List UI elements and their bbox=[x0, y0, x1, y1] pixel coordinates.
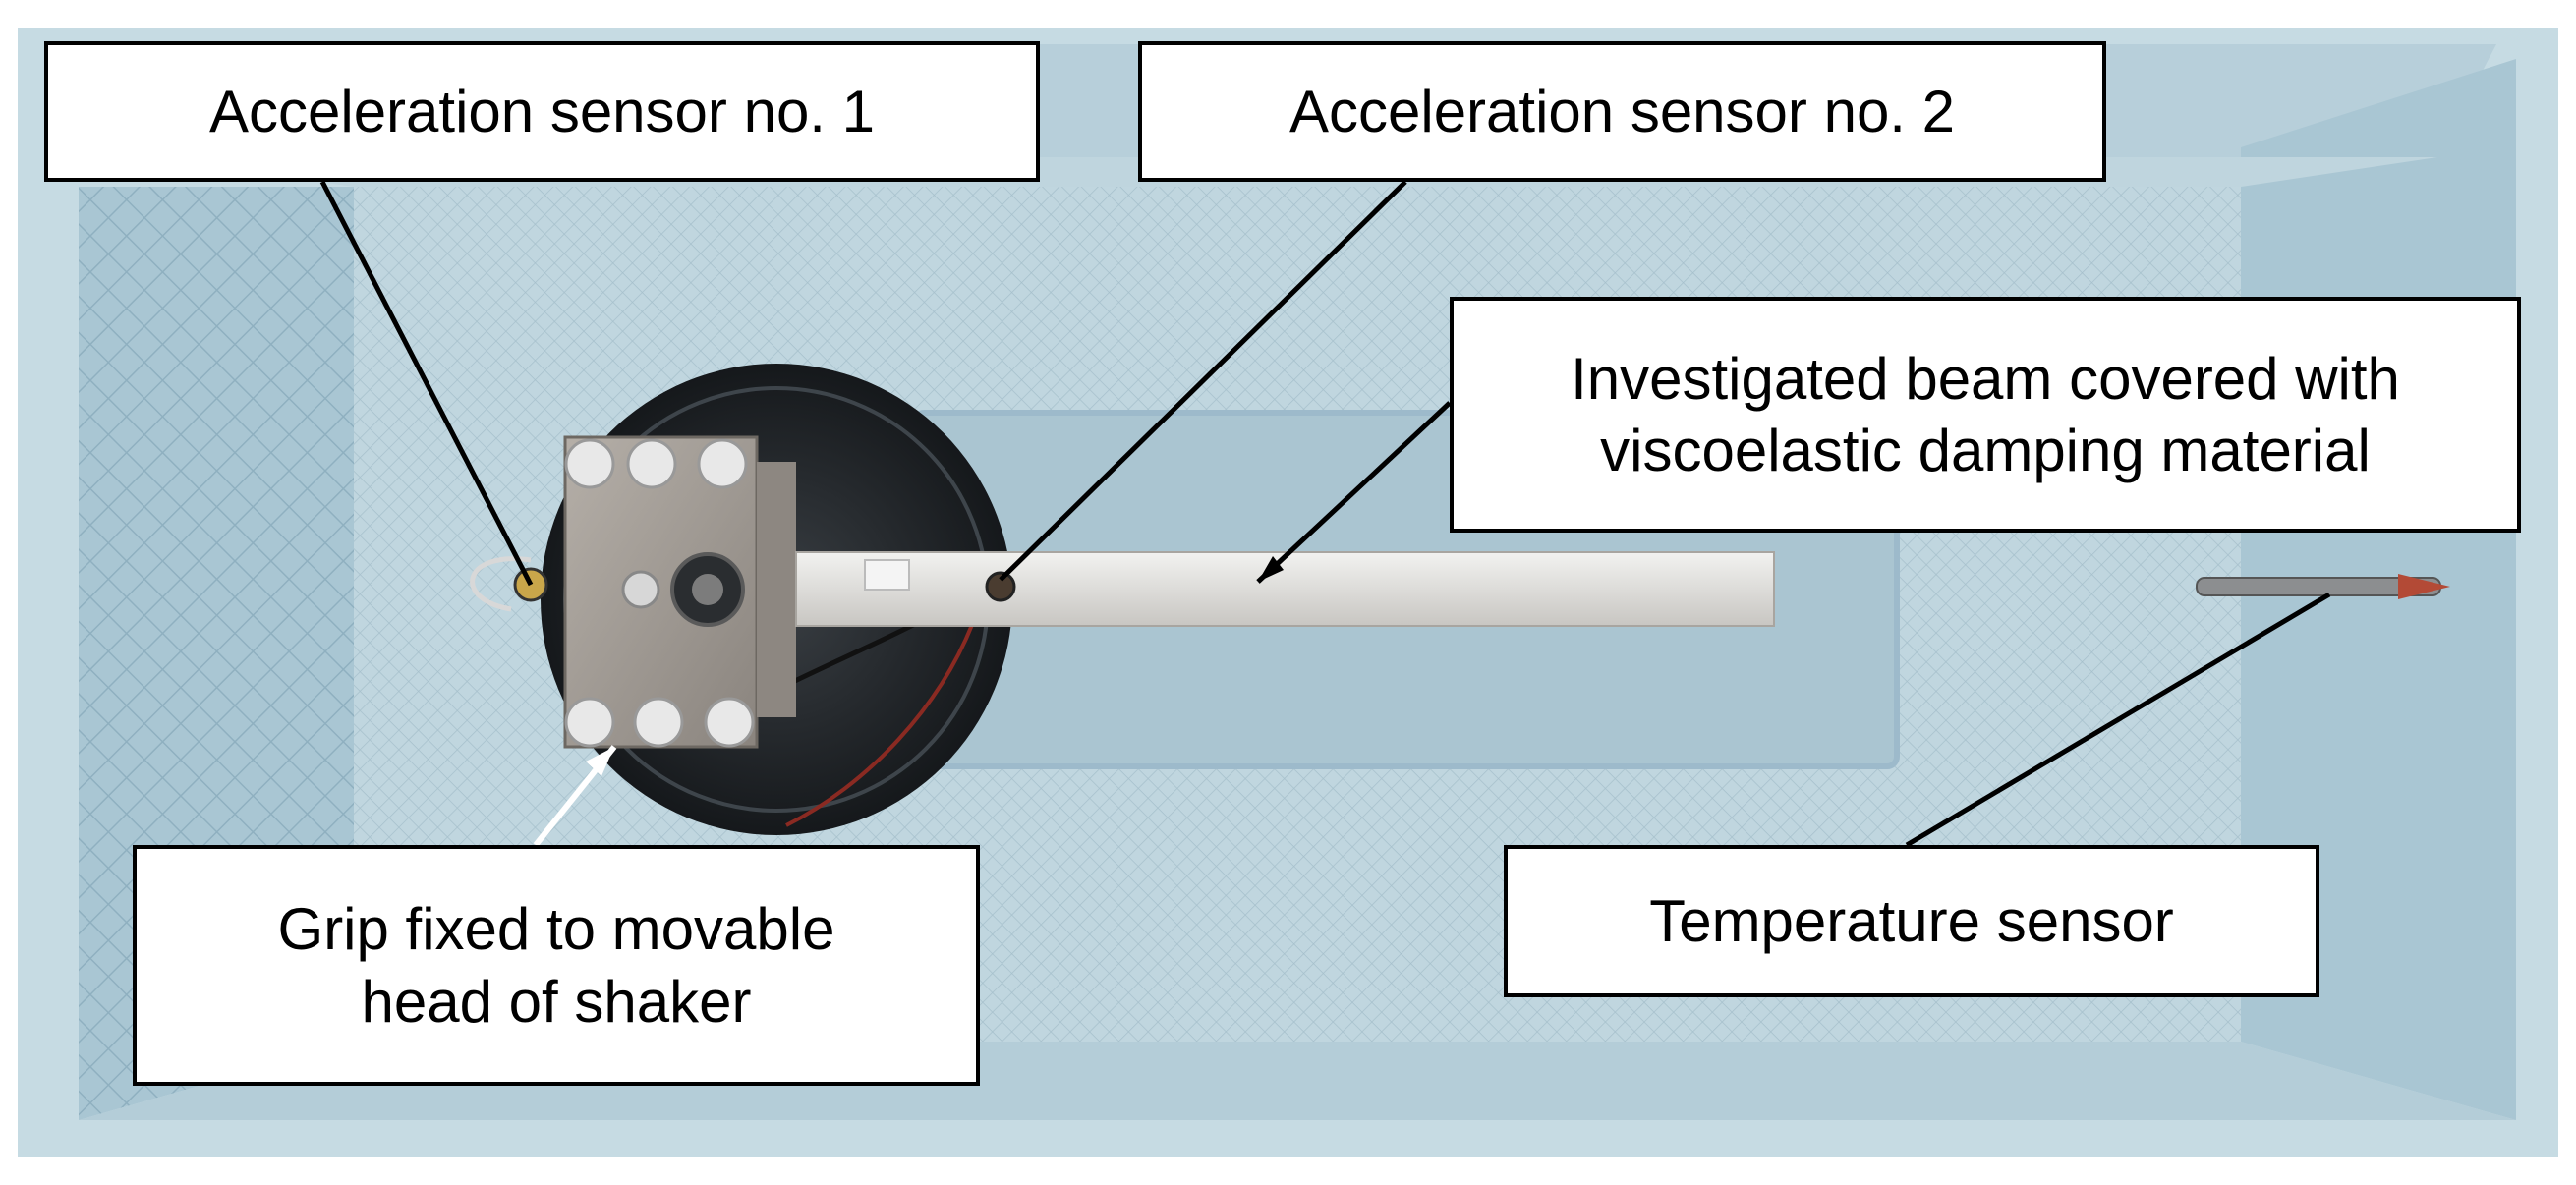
label-grip: Grip fixed to movable head of shaker bbox=[133, 845, 980, 1086]
investigated-beam bbox=[795, 551, 1775, 627]
label-text: viscoelastic damping material bbox=[1600, 418, 2371, 483]
sensor-1-cable bbox=[470, 556, 532, 612]
bolt bbox=[633, 697, 684, 748]
label-text: Acceleration sensor no. 1 bbox=[208, 78, 876, 144]
label-temperature-sensor: Temperature sensor bbox=[1504, 845, 2319, 997]
washer bbox=[621, 570, 660, 609]
bolt bbox=[564, 697, 615, 748]
bolt bbox=[704, 697, 755, 748]
label-text: Investigated beam covered with bbox=[1571, 345, 2400, 412]
label-text: Temperature sensor bbox=[1649, 887, 2174, 954]
temperature-sensor-tip bbox=[2398, 574, 2450, 599]
leader-temperature-sensor bbox=[1905, 592, 2331, 848]
label-acceleration-sensor-2: Acceleration sensor no. 2 bbox=[1138, 41, 2106, 182]
leader-accel-sensor-1 bbox=[319, 180, 534, 587]
label-text: Acceleration sensor no. 2 bbox=[1288, 78, 1956, 144]
acceleration-sensor-2 bbox=[985, 571, 1016, 602]
bolt bbox=[697, 438, 748, 489]
label-acceleration-sensor-1: Acceleration sensor no. 1 bbox=[44, 41, 1040, 182]
bolt bbox=[564, 438, 615, 489]
grip-clamp bbox=[757, 462, 796, 717]
leader-beam bbox=[1256, 401, 1452, 584]
bolt bbox=[626, 438, 677, 489]
leader-beam-arrowhead bbox=[1258, 556, 1284, 582]
leader-grip-arrowhead bbox=[586, 747, 614, 776]
label-text: head of shaker bbox=[361, 968, 752, 1035]
leader-accel-sensor-2 bbox=[999, 180, 1407, 582]
center-screw-core bbox=[692, 574, 723, 605]
label-investigated-beam: Investigated beam covered with viscoelas… bbox=[1450, 297, 2521, 533]
label-text: Grip fixed to movable bbox=[277, 896, 835, 963]
connector bbox=[864, 559, 910, 591]
sensor-cable-red bbox=[785, 608, 980, 827]
